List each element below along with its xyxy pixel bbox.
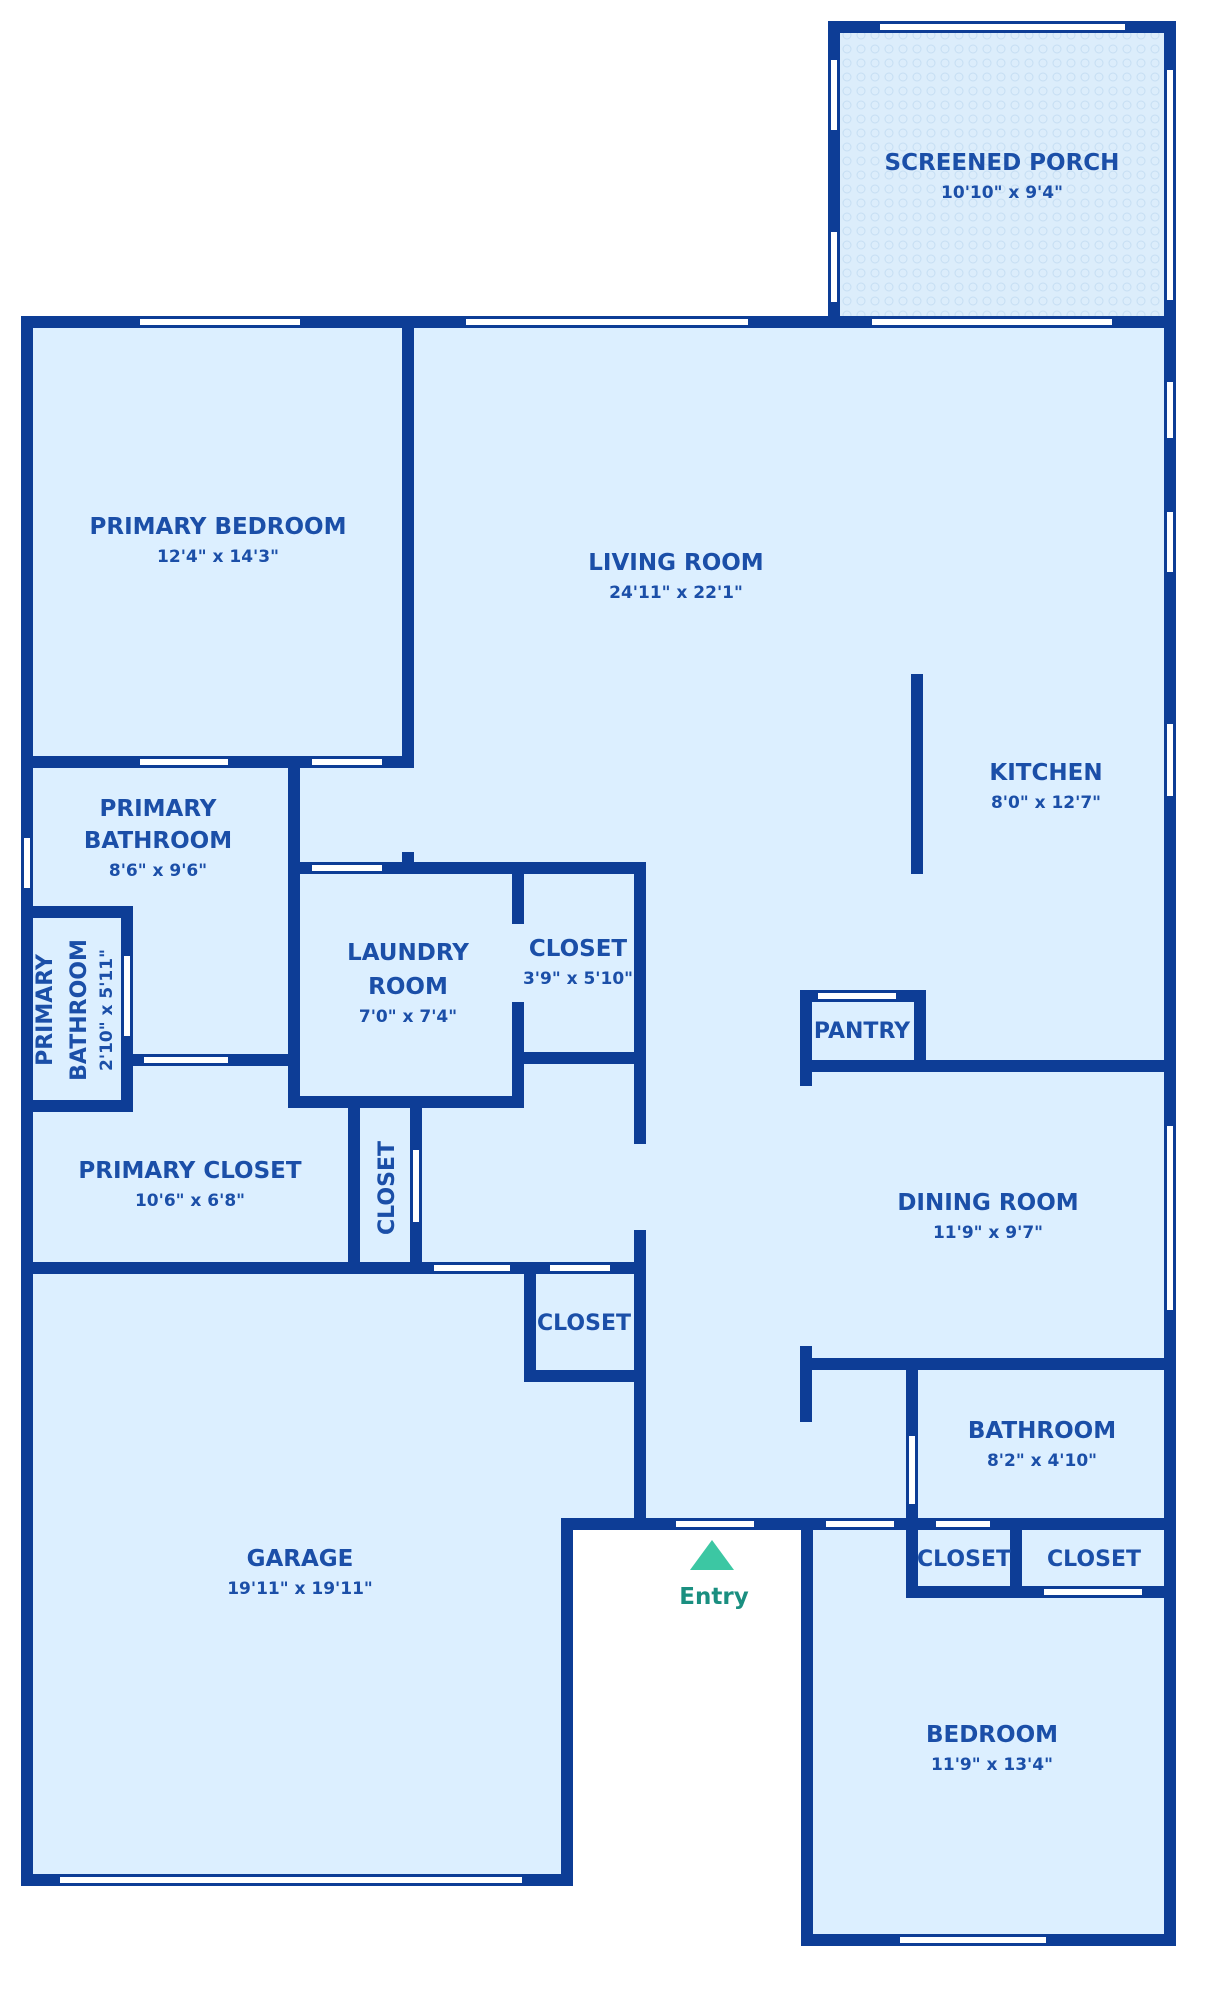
laundry-wall (288, 862, 646, 1144)
closet-vertical-name: CLOSET (375, 1141, 400, 1235)
bathroom-dims: 8'2" x 4'10" (987, 1451, 1097, 1471)
closet-hall-name: CLOSET (537, 1311, 631, 1336)
primary-bathroom-name-line2: BATHROOM (84, 828, 232, 854)
entry-label: Entry (679, 1584, 748, 1610)
closet-a-name: CLOSET (917, 1547, 1011, 1572)
kitchen-name: KITCHEN (989, 760, 1102, 786)
closet-hall-wall (524, 1230, 646, 1530)
garage-dims: 19'11" x 19'11" (227, 1579, 373, 1599)
primary-bathroom-small-name-line1: PRIMARY (33, 953, 58, 1066)
primary-bedroom-dims: 12'4" x 14'3" (157, 547, 279, 567)
laundry-room-name-line1: LAUNDRY (347, 940, 469, 966)
garage-name: GARAGE (247, 1546, 354, 1572)
pantry-name: PANTRY (814, 1019, 911, 1044)
screened-porch-dims: 10'10" x 9'4" (941, 183, 1063, 203)
bathroom-name: BATHROOM (968, 1418, 1116, 1444)
triangle-up-icon (690, 1540, 734, 1570)
pantry-wall (800, 990, 1176, 1086)
bedroom-name: BEDROOM (926, 1722, 1058, 1748)
living-room-dims: 24'11" x 22'1" (609, 583, 743, 603)
room-labels: SCREENED PORCH 10'10" x 9'4" PRIMARY BED… (33, 150, 1141, 1775)
screened-porch-name: SCREENED PORCH (885, 150, 1120, 176)
dining-room-dims: 11'9" x 9'7" (933, 1223, 1043, 1243)
primary-bathroom-dims: 8'6" x 9'6" (109, 861, 207, 881)
kitchen-dims: 8'0" x 12'7" (991, 793, 1101, 813)
laundry-room-dims: 7'0" x 7'4" (359, 1007, 457, 1027)
primary-closet-name: PRIMARY CLOSET (78, 1158, 301, 1184)
floor-fills (27, 27, 1170, 1940)
bathroom-wall (800, 1346, 1176, 1598)
entry-marker: Entry (679, 1540, 749, 1610)
dining-room-name: DINING ROOM (897, 1190, 1078, 1216)
closet-b-name: CLOSET (1047, 1547, 1141, 1572)
windows (24, 24, 1173, 1943)
primary-closet-dims: 10'6" x 6'8" (135, 1191, 245, 1211)
bedroom-dims: 11'9" x 13'4" (931, 1755, 1053, 1775)
laundry-room-name-line2: ROOM (368, 974, 448, 1000)
closet-laundry-name: CLOSET (529, 936, 628, 962)
primary-bedroom-name: PRIMARY BEDROOM (90, 514, 347, 540)
living-room-name: LIVING ROOM (588, 550, 763, 576)
primary-bathroom-small-dims: 2'10" x 5'11" (97, 949, 117, 1071)
primary-bathroom-name-line1: PRIMARY (100, 796, 217, 822)
primary-bathroom-small-name-line2: BATHROOM (67, 939, 92, 1081)
closet-laundry-dims: 3'9" x 5'10" (523, 969, 633, 989)
screened-porch-floor (834, 27, 1170, 322)
primary-bathroom-small-label: PRIMARY BATHROOM 2'10" x 5'11" (33, 939, 117, 1081)
main-floor (27, 322, 1170, 1940)
closet-vertical-label: CLOSET (375, 1141, 400, 1235)
